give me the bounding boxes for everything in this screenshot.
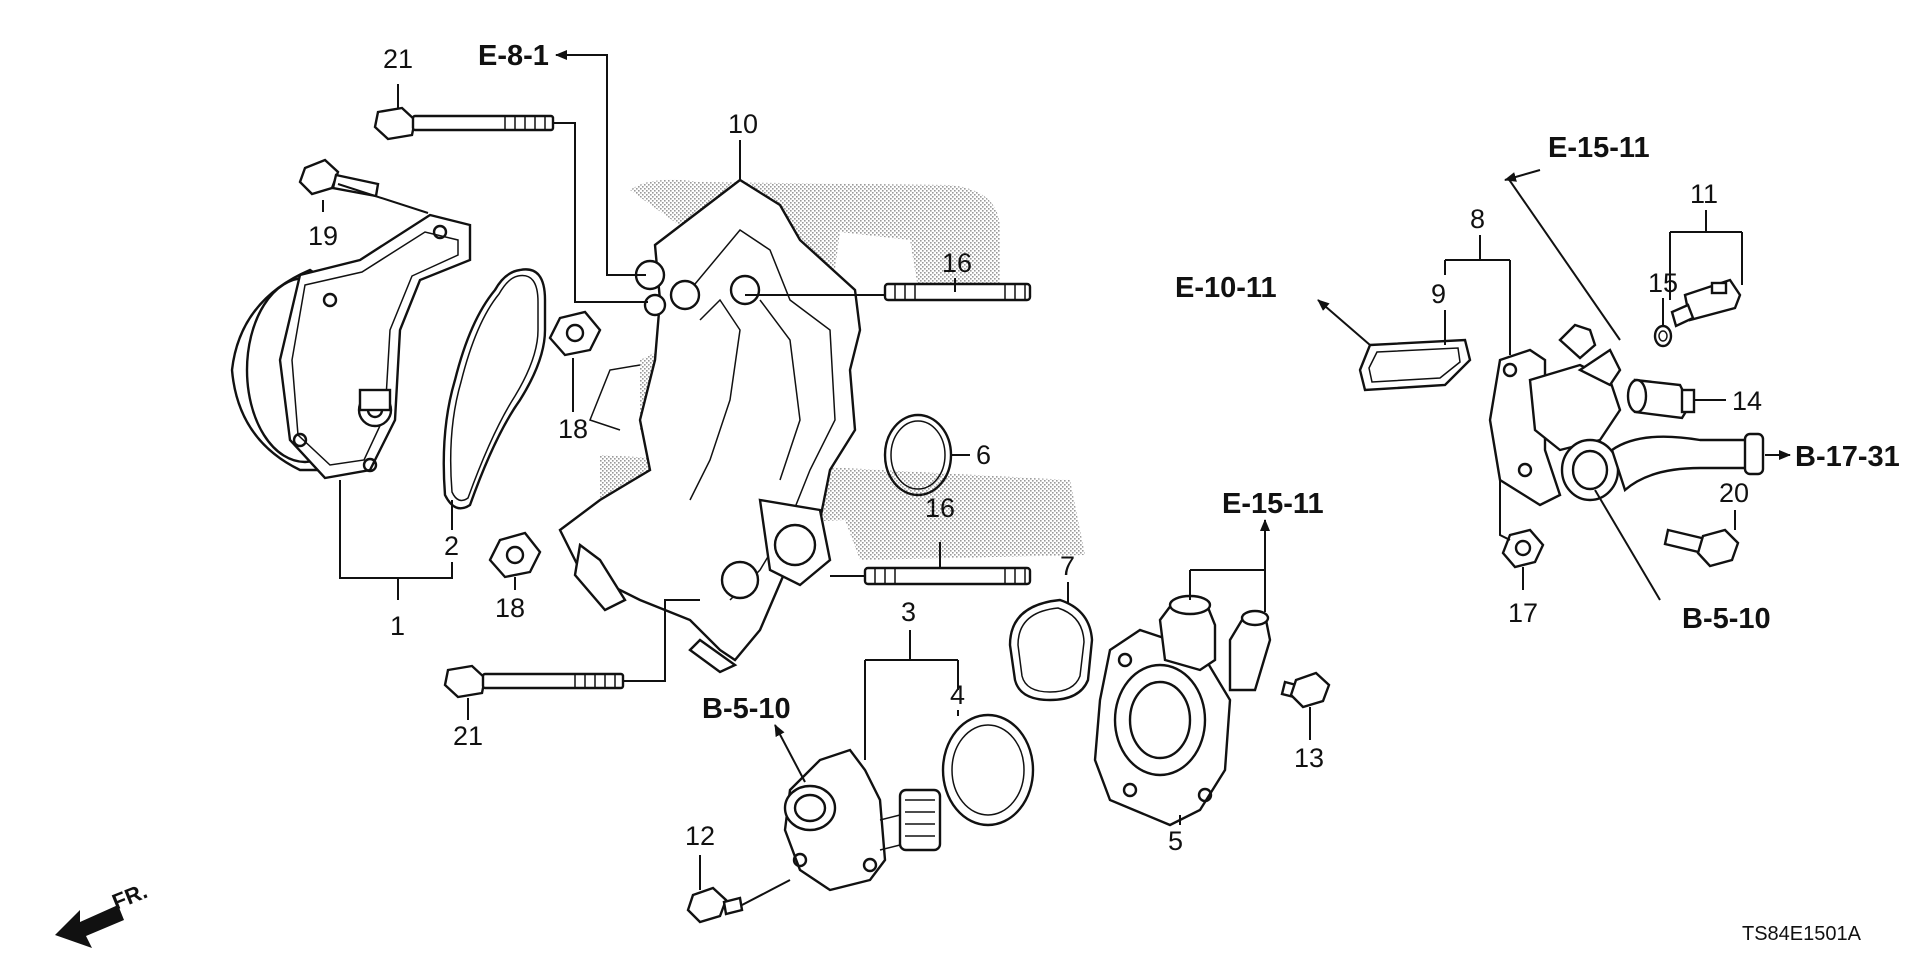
diagram-code: TS84E1501A [1742, 923, 1862, 945]
ref-label-e-15-11-top: E-15-11 [1548, 132, 1650, 164]
part-label-15: 15 [1648, 268, 1678, 298]
part-label-18-upper: 18 [558, 414, 588, 444]
outlet-bolt [1663, 528, 1740, 568]
part-label-7: 7 [1060, 551, 1075, 581]
part-label-1: 1 [390, 611, 405, 641]
ref-label-e-10-11: E-10-11 [1175, 272, 1277, 304]
part-label-16-lower: 16 [925, 493, 955, 523]
short-bolt [298, 158, 380, 198]
cover-bolt [686, 886, 744, 924]
part-label-16-upper: 16 [942, 248, 972, 278]
part-label-19: 19 [308, 221, 338, 251]
plug-fitting [1626, 378, 1696, 420]
part-label-11: 11 [1690, 179, 1718, 209]
part-label-3: 3 [901, 597, 916, 627]
part-label-2: 2 [444, 531, 459, 561]
ref-label-b-5-10-right: B-5-10 [1682, 603, 1771, 635]
part-label-18-lower: 18 [495, 593, 525, 623]
flange-nut-upper [548, 310, 602, 357]
front-direction-arrow: FR. [55, 878, 151, 948]
stud-bolt-upper [883, 282, 1032, 302]
stud-bolt-lower [863, 566, 1032, 586]
ref-label-e-8-1: E-8-1 [478, 40, 549, 72]
sensor-o-ring [1653, 324, 1673, 348]
leader-lines [322, 50, 1791, 906]
part-label-9: 9 [1431, 279, 1446, 309]
square-gasket [1358, 338, 1472, 392]
ref-label-e-15-11-mid: E-15-11 [1222, 488, 1324, 520]
housing-bolt [1280, 671, 1331, 709]
front-direction-label: FR. [109, 878, 151, 914]
thermostat-seal [941, 713, 1035, 827]
long-bolt-upper [373, 106, 555, 141]
water-outlet [1488, 323, 1765, 507]
part-label-10: 10 [728, 109, 758, 139]
pump-gasket [442, 268, 547, 510]
part-label-12: 12 [685, 821, 715, 851]
water-pump [230, 213, 472, 480]
engine-housing [558, 178, 862, 674]
part-label-21-top: 21 [383, 44, 413, 74]
part-label-6: 6 [976, 440, 991, 470]
thermostat-housing [1093, 594, 1272, 827]
flange-nut-lower [488, 531, 542, 579]
part-label-21-lower: 21 [453, 721, 483, 751]
ref-label-b-17-31: B-17-31 [1795, 441, 1900, 473]
part-label-14: 14 [1732, 386, 1762, 416]
part-label-13: 13 [1294, 743, 1324, 773]
part-label-4: 4 [950, 680, 965, 710]
outlet-nut [1501, 528, 1545, 569]
part-label-5: 5 [1168, 826, 1183, 856]
ref-label-b-5-10-left: B-5-10 [702, 693, 791, 725]
part-label-8: 8 [1470, 204, 1485, 234]
part-label-20: 20 [1719, 478, 1749, 508]
long-bolt-lower [443, 664, 625, 699]
temperature-sensor [1670, 278, 1742, 328]
part-label-17: 17 [1508, 598, 1538, 628]
thermostat-gasket [1008, 598, 1094, 702]
thermostat-cover [783, 748, 942, 892]
